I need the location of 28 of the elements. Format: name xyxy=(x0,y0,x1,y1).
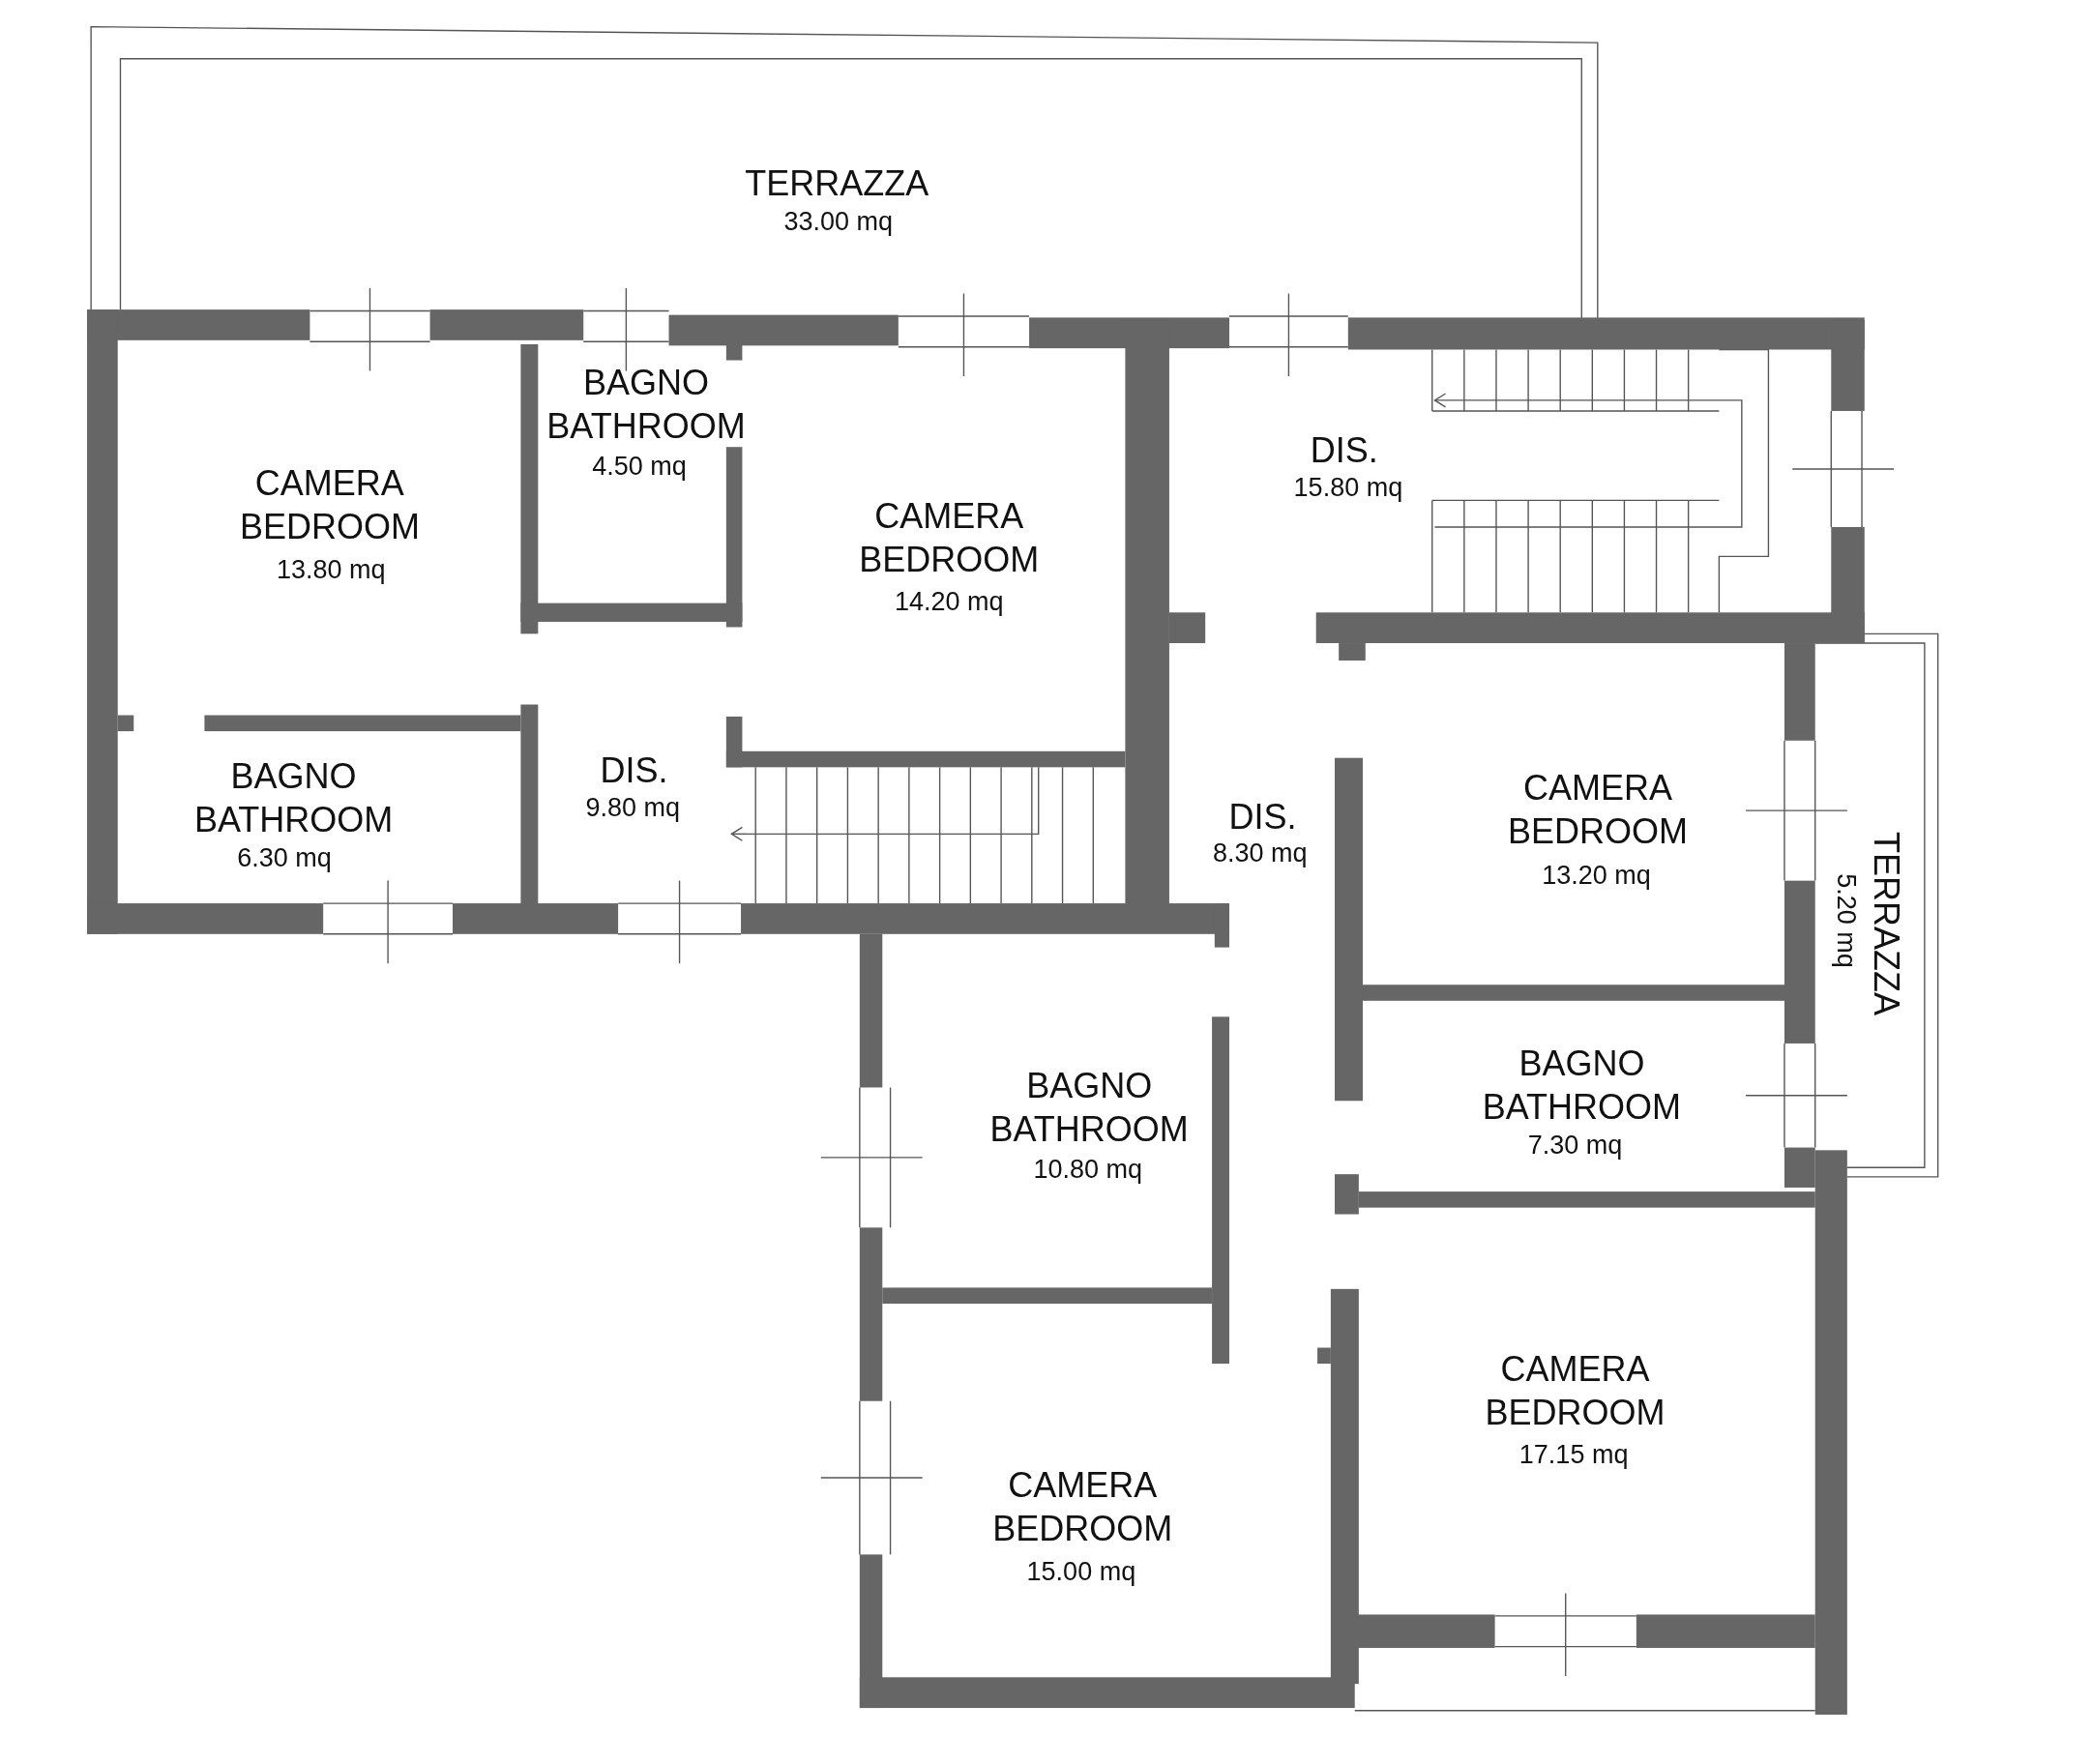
room-area: 17.15 mq xyxy=(1518,1438,1629,1470)
room-area: 6.30 mq xyxy=(237,842,332,874)
room-area: 8.30 mq xyxy=(1213,837,1308,868)
room-area: 15.00 mq xyxy=(1026,1556,1136,1588)
room-name: CAMERA BEDROOM xyxy=(859,495,1040,581)
room-name: DIS. xyxy=(1228,795,1297,838)
room-area: 15.80 mq xyxy=(1293,471,1403,503)
room-area: 13.20 mq xyxy=(1542,860,1651,892)
room-name: CAMERA BEDROOM xyxy=(239,461,420,548)
room-area: 14.20 mq xyxy=(894,586,1004,618)
room-name: BAGNO BATHROOM xyxy=(546,362,746,449)
room-name: CAMERA BEDROOM xyxy=(1507,767,1688,854)
room-name: BAGNO BATHROOM xyxy=(989,1065,1189,1152)
room-area: 13.80 mq xyxy=(276,554,386,586)
room-area: 7.30 mq xyxy=(1527,1129,1623,1161)
room-area: 4.50 mq xyxy=(592,450,687,482)
room-name: DIS. xyxy=(1310,428,1378,472)
room-name: CAMERA BEDROOM xyxy=(1485,1347,1666,1434)
room-name: CAMERA BEDROOM xyxy=(992,1463,1173,1550)
room-name: BAGNO BATHROOM xyxy=(1482,1042,1682,1129)
room-area: 9.80 mq xyxy=(585,791,680,823)
room-area: 5.20 mq xyxy=(1830,873,1862,968)
room-name: BAGNO BATHROOM xyxy=(193,755,394,842)
room-name: TERRAZZA xyxy=(1865,831,1907,1015)
room-area: 10.80 mq xyxy=(1033,1153,1143,1185)
room-area: 33.00 mq xyxy=(783,206,893,238)
room-name: DIS. xyxy=(600,749,668,792)
room-name: TERRAZZA xyxy=(745,162,929,205)
